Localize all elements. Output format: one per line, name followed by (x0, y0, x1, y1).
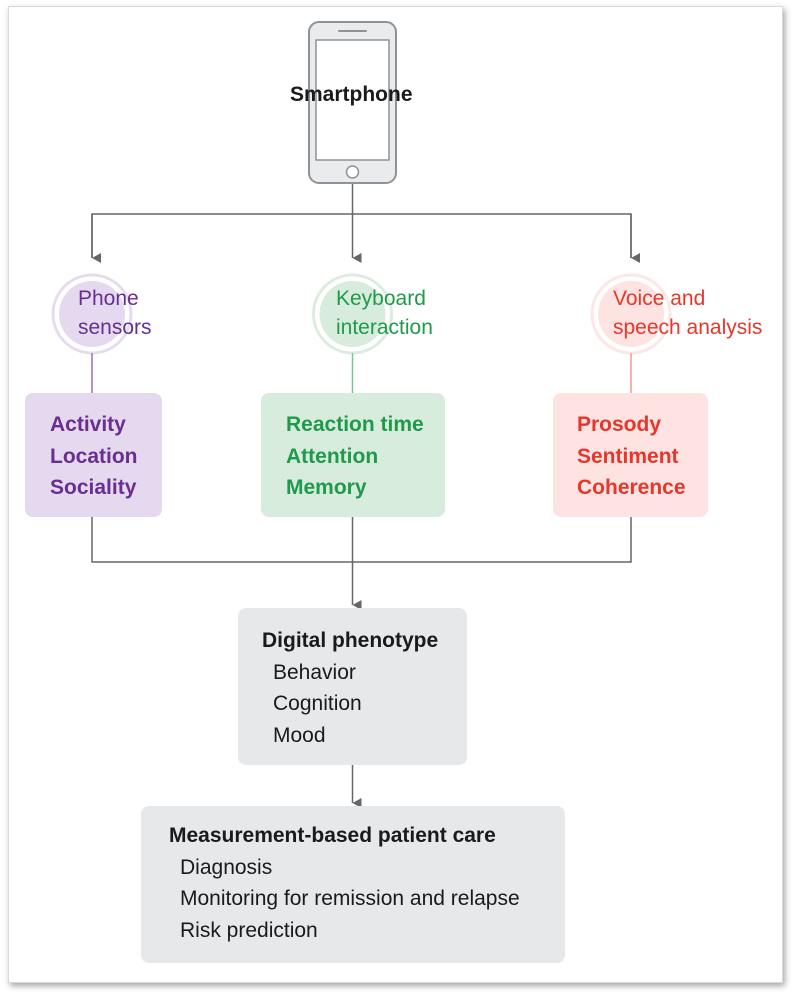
digital-phenotype-title: Digital phenotype (262, 629, 439, 652)
list-item: Prosody (577, 413, 662, 436)
patient-care-box: Measurement-based patient care Diagnosis… (141, 806, 565, 963)
list-item: Behavior (273, 660, 356, 684)
branch-lines (91, 184, 640, 263)
circle-phone-sensors-icon (51, 273, 133, 355)
list-item: Memory (286, 476, 367, 499)
list-item: Risk prediction (180, 918, 318, 942)
list-item: Location (50, 444, 138, 468)
phone-sensors-box: Activity Location Sociality (25, 393, 162, 517)
list-item: Sentiment (577, 444, 679, 468)
list-item: Cognition (273, 692, 362, 715)
phone-sensors-title: Phone sensors (78, 287, 152, 339)
keyboard-interaction-box: Reaction time Attention Memory (261, 393, 445, 517)
list-item: Mood (273, 723, 326, 747)
list-item: Sociality (50, 476, 137, 499)
list-item: Diagnosis (180, 855, 273, 879)
circle-voice-icon (590, 273, 672, 355)
smartphone-icon (308, 21, 397, 184)
digital-phenotype-box: Digital phenotype Behavior Cognition Moo… (238, 608, 467, 765)
circle-keyboard-icon (312, 273, 393, 355)
list-item: Reaction time (286, 413, 424, 436)
merge-lines (91, 517, 632, 808)
list-item: Monitoring for remission and relapse (180, 887, 520, 910)
list-item: Coherence (577, 476, 686, 499)
voice-speech-box: Prosody Sentiment Coherence (553, 393, 708, 517)
voice-speech-title: Voice and speech analysis (613, 287, 763, 339)
smartphone-label: Smartphone (290, 83, 413, 106)
keyboard-interaction-title: Keyboard interaction (336, 287, 433, 339)
patient-care-title: Measurement-based patient care (169, 824, 496, 847)
list-item: Attention (286, 444, 379, 468)
list-item: Activity (50, 413, 126, 436)
